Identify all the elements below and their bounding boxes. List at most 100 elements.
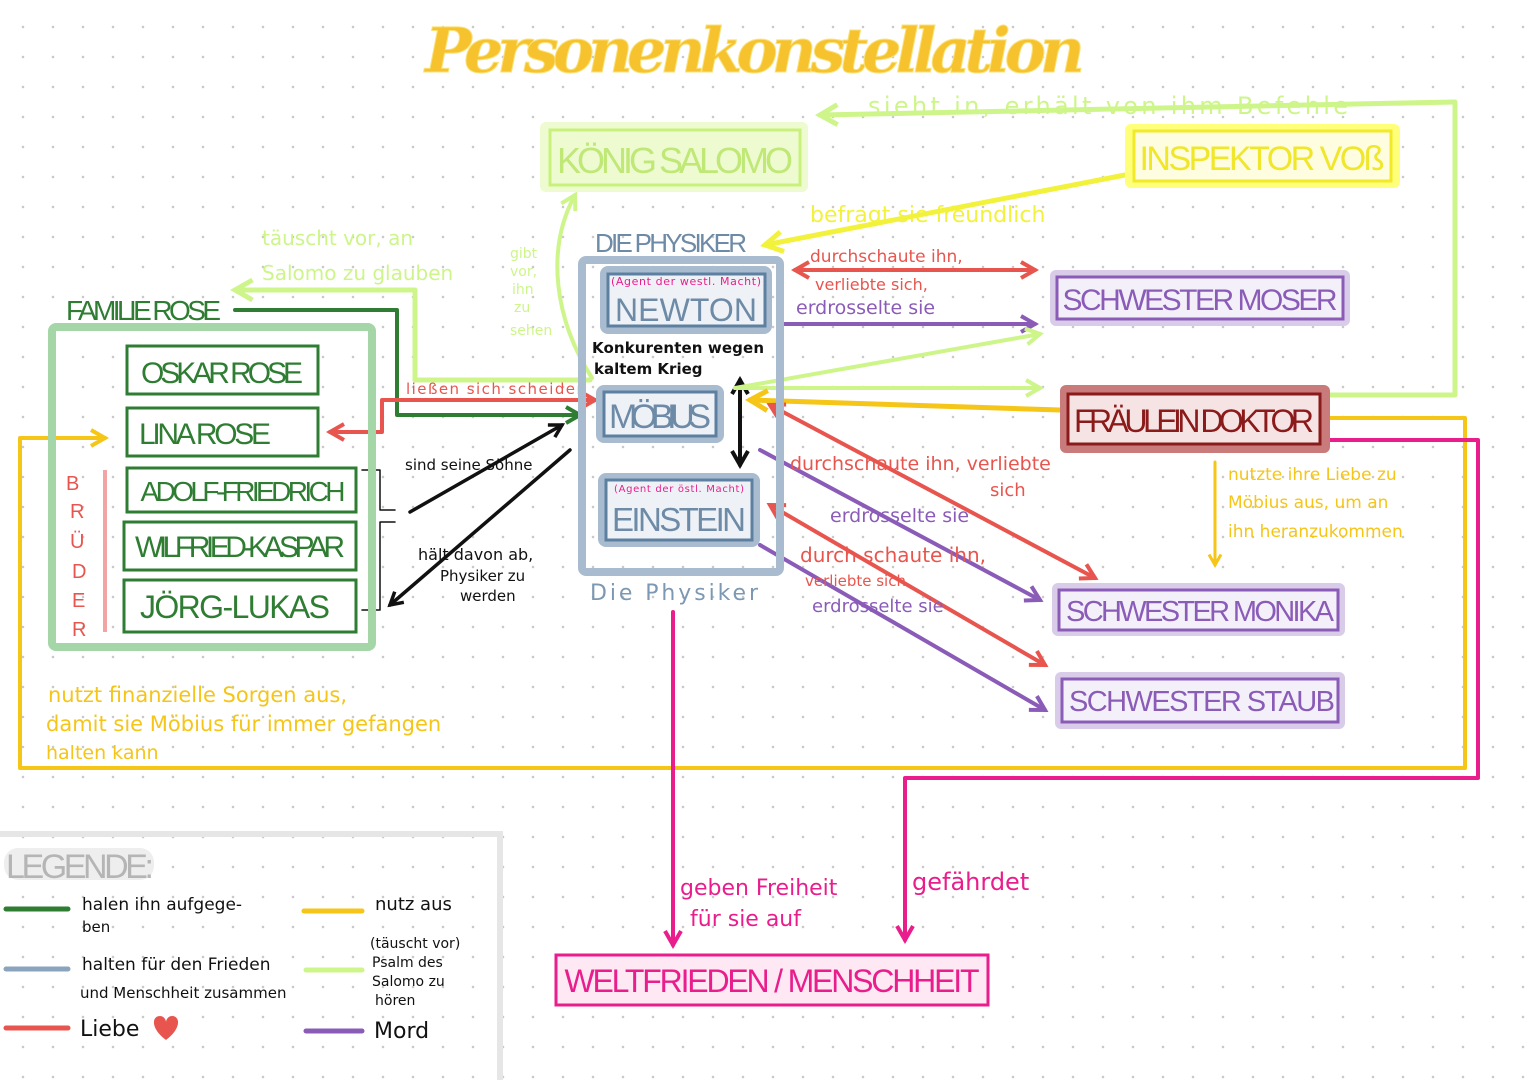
label-konkurrenten-2: kaltem Krieg [594,360,703,378]
arrow-doktor-salomo [814,99,1458,398]
box-schwester-moser[interactable]: SCHWESTER MOSER [1050,270,1350,326]
adolf-label: ADOLF-FRIEDRICH [141,476,346,507]
label-befragt: befragt sie freundlich [810,203,1045,228]
doktor-label: FRÄULEIN DOKTOR [1074,403,1314,439]
label-nutzte-1: nutzte ihre Liebe zu [1228,465,1397,485]
legend-item-zusammen-1: halten für den Frieden [82,955,271,975]
joerg-label: JÖRG-LUKAS [140,589,330,625]
label-gibt-vor-1: gibt [510,246,538,262]
box-fraeulein-doktor[interactable]: FRÄULEIN DOKTOR [1060,385,1330,453]
legend-item-taeuscht-4: hören [375,993,415,1009]
arrow-moebius-lina [325,390,600,442]
arrow-doktor-moebius [744,388,1063,413]
legend-item-liebe: Liebe [80,1017,139,1042]
label-moser-murder: erdrosselte sie [796,297,935,319]
arrow-moebius-moser [733,326,1044,390]
newton-note: (Agent der westl. Macht) [611,275,761,288]
box-adolf-friedrich[interactable]: ADOLF-FRIEDRICH [125,466,358,514]
monika-label: SCHWESTER MONIKA [1066,596,1335,628]
label-haelt-1: hält davon ab, [418,545,533,564]
box-schwester-staub[interactable]: SCHWESTER STAUB [1055,672,1345,729]
label-moser-love-2: verliebte sich, [815,275,928,294]
arrow-einstein-staub-love [766,502,1049,668]
legend-item-mord: Mord [374,1019,429,1044]
physiker-heading: DIE PHYSIKER [595,228,747,258]
inspektor-label: INSPEKTOR VOß [1140,140,1385,178]
label-gefaehrdet: gefährdet [912,868,1029,896]
box-koenig-salomo[interactable]: KÖNIG SALOMO [540,122,808,192]
box-weltfrieden[interactable]: WELTFRIEDEN / MENSCHHEIT [554,953,990,1007]
label-haelt-2: Physiker zu [440,567,525,585]
brueder-letter-3: Ü [70,531,84,553]
brueder-letter-6: R [72,619,86,641]
oskar-label: OSKAR ROSE [141,357,303,390]
arrow-soehne [408,423,566,514]
legend-item-aufgegeben-2: ben [82,918,110,936]
label-finanz-1: nutzt finanzielle Sorgen aus, [48,683,347,707]
bracket-brothers [361,469,396,511]
brueder-letter-1: B [66,473,79,495]
box-oskar-rose[interactable]: OSKAR ROSE [125,344,320,396]
arrow-haelt-ab [387,448,572,608]
label-monika-love-1: durchschaute ihn, verliebte [790,453,1051,475]
box-einstein[interactable]: (Agent der östl. Macht) EINSTEIN [598,473,760,547]
label-gibt-vor-2: vor, [510,264,537,280]
label-taeuscht-1: täuscht vor, an [262,226,413,250]
box-moebius[interactable]: MÖBIUS [596,385,724,443]
heart-icon [153,1016,179,1040]
arrow-doktor-familie [18,416,1467,770]
brueder-letter-4: D [72,561,86,583]
label-staub-love-1: durch schaute ihn, [800,543,986,567]
label-nutzte-3: ihn heranzukommen [1228,522,1403,542]
label-moser-love-1: durchschaute ihn, [810,247,963,267]
staub-label: SCHWESTER STAUB [1069,686,1335,718]
label-konkurrenten-1: Konkurenten wegen [592,339,764,357]
legend-heading: LEGENDE: [6,848,154,886]
label-finanz-2: damit sie Möbius für immer gefangen [46,712,441,736]
label-soehne: sind seine Söhne [405,456,532,474]
arrow-doktor-weltfrieden [895,438,1480,945]
label-finanz-3: halten kann [46,742,159,764]
legend-item-zusammen-2: und Menschheit zusammen [80,984,286,1002]
label-freiheit-1: geben Freiheit [680,876,838,901]
legend-item-taeuscht-2: Psalm des [372,955,443,971]
arrow-moebius-familie [229,277,593,383]
physiker-footer: Die Physiker [590,581,759,606]
moebius-label: MÖBIUS [609,398,711,436]
einstein-label: EINSTEIN [612,501,746,538]
page-title: Personenkonstellation [423,14,1085,87]
box-schwester-monika[interactable]: SCHWESTER MONIKA [1052,583,1345,636]
legend-item-taeuscht-1: (täuscht vor) [370,936,460,952]
label-taeuscht-2: Salomo zu glauben [262,261,453,285]
label-staub-murder: erdrosselte sie [812,596,944,617]
moser-label: SCHWESTER MOSER [1063,284,1338,317]
brueder-letter-5: E [72,590,85,612]
box-joerg-lukas[interactable]: JÖRG-LUKAS [122,578,358,634]
brueder-letter-2: R [70,501,84,523]
einstein-note: (Agent der östl. Macht) [614,484,744,495]
label-staub-love-2: verliebte sich [805,572,906,590]
familie-rose-group: FAMILIE ROSE B R Ü D E R [48,295,376,651]
newton-label: NEWTON [615,292,757,328]
legend-item-aufgegeben-1: halen ihn aufgege- [82,895,242,915]
box-newton[interactable]: (Agent der westl. Macht) NEWTON [600,266,772,334]
label-freiheit-2: für sie auf [690,907,802,932]
box-lina-rose[interactable]: LINA ROSE [125,406,320,458]
legend: LEGENDE: halen ihn aufgege- ben halten f… [0,831,503,1080]
familie-label: FAMILIE ROSE [66,295,221,326]
bracket-brothers-lower [361,521,396,611]
label-scheiden: ließen sich scheiden [406,380,586,398]
label-monika-love-2: sich [990,480,1026,501]
label-gibt-vor-3: ihn [512,282,534,298]
box-wilfried-kaspar[interactable]: WILFRIED-KASPAR [122,520,358,572]
lina-label: LINA ROSE [139,418,271,451]
label-haelt-3: werden [460,587,516,605]
label-nutzte-2: Möbius aus, um an [1228,493,1388,513]
label-monika-murder: erdrosselte sie [830,505,969,527]
legend-item-nutzt-aus: nutz aus [375,894,452,915]
box-inspektor-voss[interactable]: INSPEKTOR VOß [1125,124,1400,188]
arrow-einstein-staub-murder [758,543,1049,713]
salomo-label: KÖNIG SALOMO [557,140,793,181]
